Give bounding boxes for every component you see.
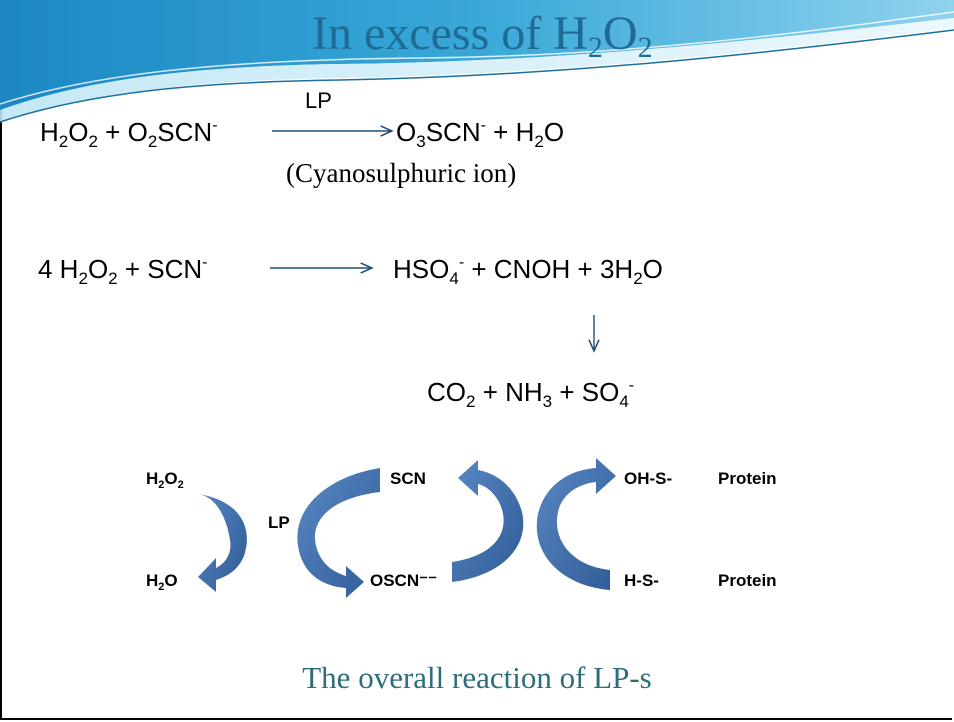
slide-caption: The overall reaction of LP-s — [302, 660, 652, 695]
curved-arrow-h2o2-h2o — [198, 474, 247, 592]
cycle-h2o2-label: H2O2 — [146, 469, 184, 491]
cycle-protein-bottom: Protein — [718, 571, 777, 590]
cycle-ohs-label: OH-S- — [624, 469, 673, 488]
cyanosulphuric-note: (Cyanosulphuric ion) — [286, 158, 517, 188]
header-swoosh — [0, 0, 954, 123]
cycle-hs-label: H-S- — [624, 571, 659, 590]
equation-3: CO2 + NH3 + SO4- — [427, 377, 635, 411]
equation-1-left: H2O2 + O2SCN- — [40, 117, 218, 151]
equation-2-right: HSO4- + CNOH + 3H2O — [393, 254, 663, 288]
cycle-h2o-label: H2O — [146, 571, 178, 593]
cycle-scn-label: SCN — [390, 469, 426, 488]
curved-arrow-scn-oscn — [297, 468, 380, 598]
slide-title: In excess of H2O2 — [312, 7, 653, 64]
cycle-oscn-label: OSCN⁻⁻ — [370, 571, 438, 590]
catalyst-label: LP — [305, 88, 332, 113]
curved-arrow-oscn-scn — [452, 460, 524, 582]
cycle-protein-top: Protein — [718, 469, 777, 488]
equation-1-right: O3SCN- + H2O — [396, 117, 565, 151]
cycle-lp-label: LP — [268, 513, 290, 532]
equation-2-left: 4 H2O2 + SCN- — [38, 254, 208, 288]
curved-arrow-hs-ohs — [536, 458, 616, 590]
